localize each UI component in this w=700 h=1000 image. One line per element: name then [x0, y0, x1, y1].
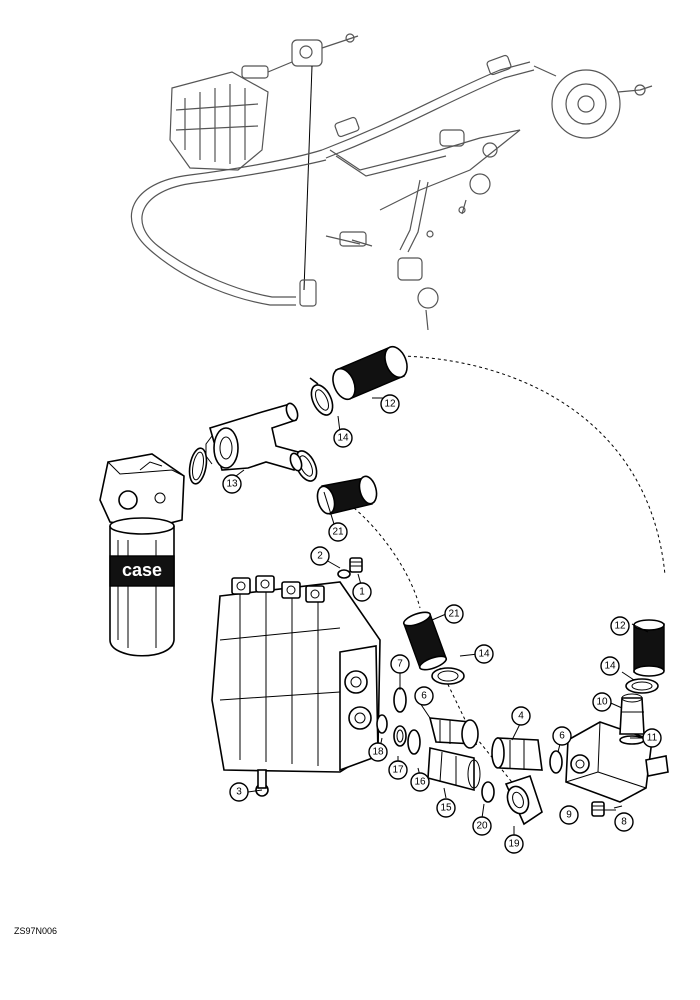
svg-text:14: 14	[478, 649, 490, 660]
overview-control-valve	[169, 71, 269, 171]
callout-14c: 14	[600, 656, 620, 676]
fitting-10	[619, 693, 645, 735]
callout-13: 13	[222, 474, 242, 494]
filter-brand-text: case	[122, 560, 162, 580]
hose-sleeve-12-right	[633, 619, 665, 677]
control-valve-block	[211, 575, 381, 773]
svg-text:12: 12	[614, 621, 626, 632]
svg-text:12: 12	[384, 399, 396, 410]
svg-text:13: 13	[226, 479, 238, 490]
hose-sleeve-21-middle	[402, 611, 448, 671]
o-ring-2	[337, 569, 351, 579]
o-ring-11	[619, 735, 645, 745]
svg-text:8: 8	[621, 817, 627, 828]
svg-text:18: 18	[372, 747, 384, 758]
elbow-19	[504, 774, 543, 826]
callout-20: 20	[472, 816, 492, 836]
callout-19: 19	[504, 834, 524, 854]
callout-3: 3	[229, 782, 249, 802]
callout-12a: 12	[380, 394, 400, 414]
svg-text:9: 9	[566, 810, 572, 821]
callout-4: 4	[511, 706, 531, 726]
callout-15: 15	[436, 798, 456, 818]
hose-clamp-14-right	[625, 678, 659, 694]
callout-17: 17	[388, 760, 408, 780]
o-ring-16	[407, 729, 421, 755]
fitting-15	[427, 747, 481, 792]
callout-7: 7	[390, 654, 410, 674]
svg-text:21: 21	[332, 527, 344, 538]
svg-text:21: 21	[448, 609, 460, 620]
svg-text:10: 10	[596, 697, 608, 708]
overview-return-tubes	[329, 129, 521, 331]
svg-text:20: 20	[476, 821, 488, 832]
svg-text:6: 6	[559, 731, 565, 742]
callout-1: 1	[352, 582, 372, 602]
bolt-3	[255, 769, 269, 797]
callout-21b: 21	[444, 604, 464, 624]
callout-18: 18	[368, 742, 388, 762]
callout-21a: 21	[328, 522, 348, 542]
svg-text:2: 2	[317, 551, 323, 562]
svg-text:14: 14	[604, 661, 616, 672]
o-ring-20	[481, 781, 495, 803]
callout-9: 9	[559, 805, 579, 825]
callout-14a: 14	[333, 428, 353, 448]
svg-text:7: 7	[397, 659, 403, 670]
svg-text:11: 11	[647, 733, 658, 744]
o-ring-17	[393, 725, 407, 747]
svg-text:6: 6	[421, 691, 427, 702]
overview-lower-hose	[130, 149, 361, 307]
hose-sleeve-21-upper	[316, 475, 378, 515]
filter-assembly: case	[99, 453, 185, 657]
svg-text:14: 14	[337, 433, 349, 444]
svg-text:17: 17	[392, 765, 404, 776]
overview-leader-line	[303, 65, 313, 291]
callout-8: 8	[614, 812, 634, 832]
callout-12b: 12	[610, 616, 630, 636]
callout-14b: 14	[474, 644, 494, 664]
hose-sleeve-12-upper	[332, 345, 408, 401]
svg-text:15: 15	[440, 803, 452, 814]
overview-upper-hose	[321, 54, 535, 159]
svg-text:3: 3	[236, 787, 242, 798]
figure-code: ZS97N006	[14, 926, 58, 936]
plug-1	[349, 557, 363, 573]
o-ring-6-right	[549, 750, 563, 774]
callout-10: 10	[592, 692, 612, 712]
callout-2: 2	[310, 546, 330, 566]
overview-pump	[533, 65, 653, 139]
callout-6a: 6	[414, 686, 434, 706]
overview-fittings-top	[241, 33, 359, 79]
svg-text:16: 16	[414, 777, 426, 788]
adapter-4	[491, 737, 543, 771]
connection-lines	[353, 355, 666, 787]
tee-fitting-13	[205, 402, 303, 472]
o-ring-7	[393, 687, 407, 713]
hose-clamp-14-middle	[431, 667, 465, 685]
o-ring-tee	[188, 447, 208, 485]
svg-text:19: 19	[508, 839, 520, 850]
svg-text:4: 4	[518, 711, 524, 722]
overview-assembly	[130, 33, 653, 331]
hose-clamp-14-upper	[309, 377, 334, 416]
adapter-6	[428, 717, 479, 749]
o-ring-18	[376, 714, 388, 734]
callout-11: 11	[642, 728, 662, 748]
callout-16: 16	[410, 772, 430, 792]
callout-6b: 6	[552, 726, 572, 746]
svg-text:1: 1	[359, 587, 365, 598]
plug-9	[591, 801, 605, 817]
